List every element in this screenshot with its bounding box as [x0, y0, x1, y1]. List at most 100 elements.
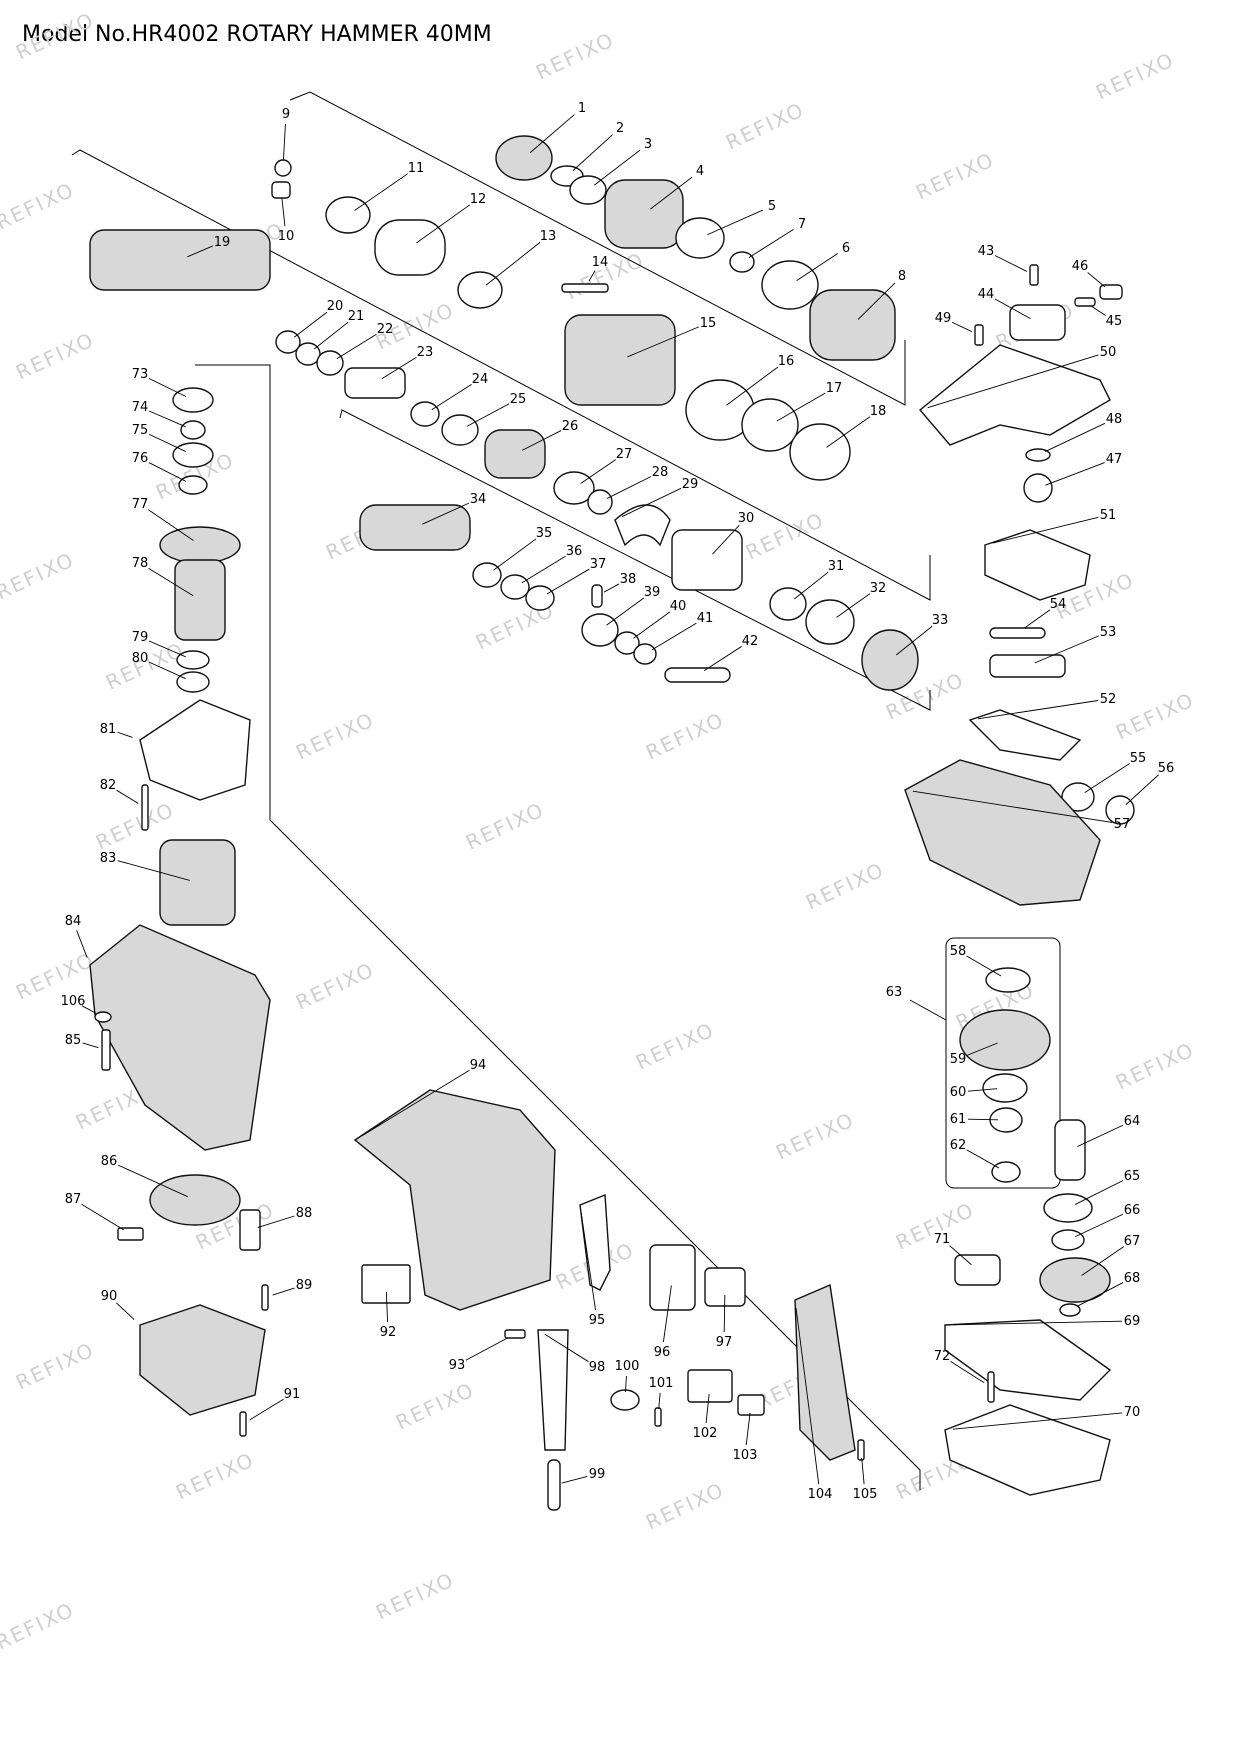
- part-label-83: 83: [100, 851, 117, 866]
- part-label-13: 13: [540, 229, 557, 244]
- part-label-55: 55: [1130, 751, 1147, 766]
- leader-line-7: [748, 228, 794, 259]
- part-label-60: 60: [950, 1085, 967, 1100]
- part-label-64: 64: [1124, 1114, 1141, 1129]
- leader-line-98: [544, 1333, 589, 1363]
- part-79-drawing: [176, 650, 210, 670]
- watermark-text: REFIXO: [802, 857, 888, 914]
- leader-line-56: [1125, 774, 1159, 805]
- part-label-58: 58: [950, 944, 967, 959]
- part-55-drawing: [1061, 782, 1095, 812]
- leader-line-5: [707, 209, 764, 236]
- watermark-text: REFIXO: [0, 547, 78, 604]
- part-label-50: 50: [1100, 345, 1117, 360]
- leader-line-101: [658, 1392, 661, 1410]
- leader-line-94: [361, 1069, 470, 1137]
- leader-line-23: [381, 356, 417, 380]
- leader-line-104: [795, 1307, 820, 1485]
- leader-line-78: [148, 567, 194, 597]
- leader-line-55: [1084, 763, 1130, 794]
- part-27-drawing: [553, 471, 595, 505]
- watermark-text: REFIXO: [12, 327, 98, 384]
- part-76-drawing: [178, 475, 208, 495]
- part-78-drawing: [174, 559, 226, 641]
- part-52-drawing: [968, 709, 1082, 761]
- leader-line-44: [994, 298, 1031, 320]
- part-label-10: 10: [278, 229, 295, 244]
- part-label-40: 40: [670, 599, 687, 614]
- leader-line-26: [521, 430, 562, 451]
- watermark-text: REFIXO: [372, 1567, 458, 1624]
- leader-line-47: [1045, 462, 1105, 486]
- part-21-drawing: [295, 342, 321, 366]
- leader-line-85: [82, 1042, 99, 1049]
- part-46-drawing: [1099, 284, 1123, 300]
- part-label-69: 69: [1124, 1314, 1141, 1329]
- leader-line-89: [272, 1287, 295, 1296]
- part-label-76: 76: [132, 451, 149, 466]
- part-37-drawing: [525, 585, 555, 611]
- part-9-drawing: [274, 159, 292, 177]
- part-101-drawing: [654, 1407, 662, 1427]
- part-28-drawing: [587, 489, 613, 515]
- part-25-drawing: [441, 414, 479, 446]
- part-11-drawing: [325, 196, 371, 234]
- part-label-75: 75: [132, 423, 149, 438]
- leader-line-45: [1091, 306, 1106, 316]
- part-label-16: 16: [778, 354, 795, 369]
- part-label-9: 9: [282, 107, 290, 122]
- part-90-drawing: [139, 1304, 266, 1416]
- part-label-25: 25: [510, 392, 527, 407]
- part-label-63: 63: [886, 985, 903, 1000]
- part-label-78: 78: [132, 556, 149, 571]
- leader-line-102: [705, 1393, 710, 1424]
- part-41-drawing: [633, 643, 657, 665]
- part-85-drawing: [101, 1029, 111, 1071]
- part-label-26: 26: [562, 419, 579, 434]
- watermark-text: REFIXO: [0, 177, 78, 234]
- leader-line-81: [117, 731, 133, 738]
- leader-line-53: [1034, 635, 1099, 664]
- part-label-101: 101: [649, 1376, 674, 1391]
- leader-line-32: [836, 593, 871, 618]
- part-label-95: 95: [589, 1313, 606, 1328]
- part-5-drawing: [675, 217, 725, 259]
- part-label-102: 102: [693, 1426, 718, 1441]
- part-label-32: 32: [870, 581, 887, 596]
- part-label-14: 14: [592, 255, 609, 270]
- watermark-text: REFIXO: [632, 1017, 718, 1074]
- leader-line-91: [249, 1398, 284, 1421]
- part-83-drawing: [159, 839, 236, 926]
- leader-line-20: [294, 311, 328, 338]
- part-label-65: 65: [1124, 1169, 1141, 1184]
- part-4-drawing: [604, 179, 684, 249]
- part-86-drawing: [149, 1174, 241, 1226]
- part-47-drawing: [1023, 473, 1053, 503]
- leader-line-96: [662, 1285, 672, 1343]
- leader-line-95: [580, 1212, 596, 1311]
- watermark-text: REFIXO: [462, 797, 548, 854]
- part-label-48: 48: [1106, 412, 1123, 427]
- part-39-drawing: [581, 613, 619, 647]
- part-label-86: 86: [101, 1154, 118, 1169]
- part-label-11: 11: [408, 161, 425, 176]
- leader-line-62: [966, 1149, 1000, 1169]
- part-40-drawing: [614, 631, 640, 655]
- part-72-drawing: [987, 1371, 995, 1403]
- part-7-drawing: [729, 251, 755, 273]
- leader-line-15: [627, 326, 699, 358]
- part-94-drawing: [353, 1089, 556, 1311]
- part-88-drawing: [239, 1209, 261, 1251]
- part-label-59: 59: [950, 1052, 967, 1067]
- part-label-96: 96: [654, 1345, 671, 1360]
- part-98-drawing: [537, 1329, 569, 1451]
- part-22-drawing: [316, 350, 344, 376]
- part-93-drawing: [504, 1329, 526, 1339]
- part-label-89: 89: [296, 1278, 313, 1293]
- part-48-drawing: [1025, 448, 1051, 462]
- leader-line-16: [726, 366, 779, 406]
- watermark-text: REFIXO: [1112, 687, 1198, 744]
- part-label-34: 34: [470, 492, 487, 507]
- leader-line-82: [116, 789, 139, 804]
- part-87-drawing: [117, 1227, 144, 1241]
